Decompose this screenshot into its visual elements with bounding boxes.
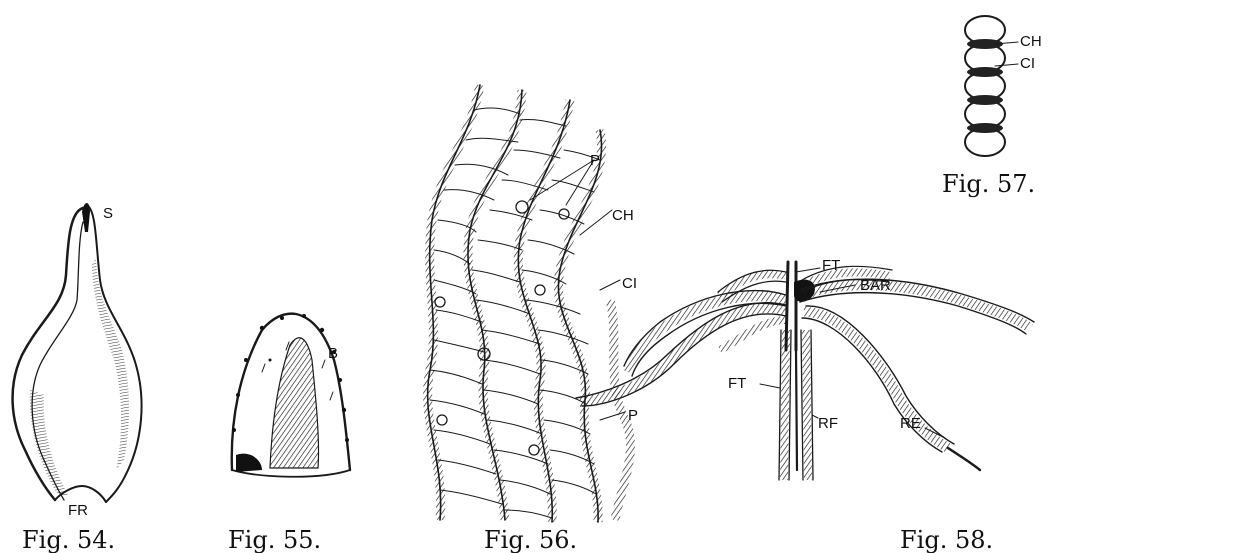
fig55-drawing xyxy=(232,314,350,477)
fig58-label-re: RE xyxy=(900,415,921,432)
fig58-drawing xyxy=(576,262,1034,480)
fig54-label-s: S xyxy=(103,205,113,222)
fig58-label-ft-top: FT xyxy=(822,257,840,274)
fig58-label-bar: BAR xyxy=(860,277,891,294)
fig56-caption: Fig. 56. xyxy=(484,526,577,553)
fig57-drawing xyxy=(965,16,1018,156)
fig57-caption: Fig. 57. xyxy=(942,170,1035,198)
fig56-label-ch: CH xyxy=(612,207,634,224)
fig56-label-p-top: P xyxy=(590,152,600,169)
fig55-label-b: B xyxy=(328,345,338,362)
fig58-caption: Fig. 58. xyxy=(900,526,993,553)
fig57-label-ch: CH xyxy=(1020,33,1042,50)
fig55-caption: Fig. 55. xyxy=(228,526,321,553)
fig56-label-p-bottom: P xyxy=(628,407,638,424)
fig56-label-ci: CI xyxy=(622,275,637,292)
fig57-label-ci: CI xyxy=(1020,55,1035,72)
fig56-drawing xyxy=(428,85,631,522)
fig54-drawing xyxy=(13,203,142,502)
fig54-caption: Fig. 54. xyxy=(22,526,115,553)
fig58-label-rf: RF xyxy=(818,415,838,432)
fig58-label-ft-left: FT xyxy=(728,375,746,392)
fig54-label-fr: FR xyxy=(68,502,88,519)
